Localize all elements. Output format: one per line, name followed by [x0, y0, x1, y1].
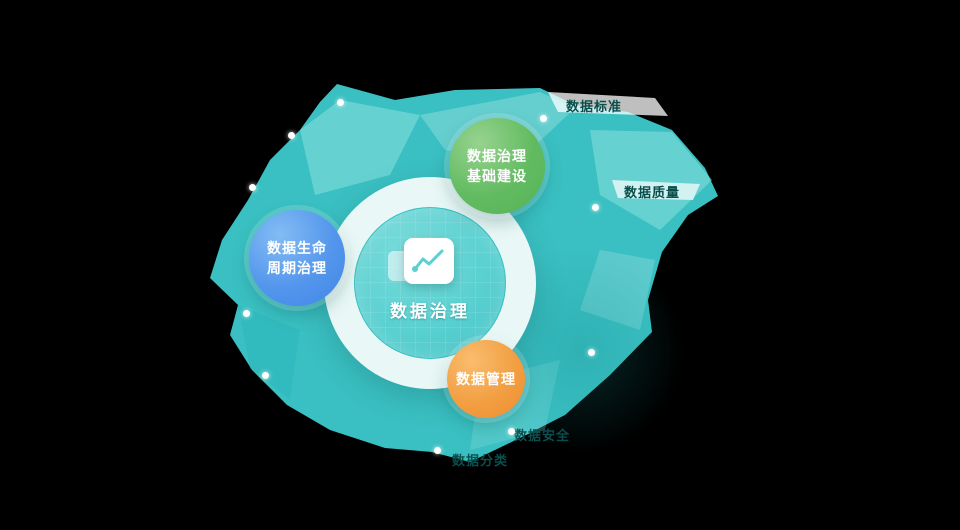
- label-highlight-right: [612, 180, 700, 200]
- node-lifecycle-line2: 周期治理: [267, 260, 327, 276]
- node-lifecycle: 数据生命 周期治理: [249, 210, 345, 306]
- floating-label-bottom-mid: 数据安全: [514, 428, 571, 443]
- floating-label-right: 数据质量: [624, 185, 681, 200]
- node-dot: [337, 99, 344, 106]
- line-chart-glyph: [412, 249, 444, 272]
- node-dot: [508, 428, 515, 435]
- blob-facet-top-left: [300, 100, 420, 195]
- node-management-line1: 数据管理: [456, 371, 516, 387]
- node-dot: [540, 115, 547, 122]
- line-chart-icon: [404, 238, 454, 284]
- node-dot: [592, 204, 599, 211]
- node-management: 数据管理: [447, 340, 525, 418]
- node-dot: [249, 184, 256, 191]
- node-dot: [243, 310, 250, 317]
- node-infrastructure: 数据治理 基础建设: [449, 118, 545, 214]
- node-lifecycle-line1: 数据生命: [267, 240, 327, 256]
- blob-facet-left-lower: [238, 305, 300, 400]
- floating-label-top: 数据标准: [566, 99, 623, 114]
- blob-facet-right-lower: [580, 250, 655, 330]
- center-title: 数据治理: [390, 302, 470, 321]
- node-infrastructure-line2: 基础建设: [467, 168, 527, 184]
- floating-label-bottom: 数据分类: [452, 453, 509, 468]
- node-dot: [434, 447, 441, 454]
- label-highlight-top: [548, 92, 668, 116]
- node-dot: [588, 349, 595, 356]
- node-infrastructure-line1: 数据治理: [467, 148, 527, 164]
- blob-facet-right: [590, 130, 712, 230]
- node-dot: [288, 132, 295, 139]
- node-dot: [262, 372, 269, 379]
